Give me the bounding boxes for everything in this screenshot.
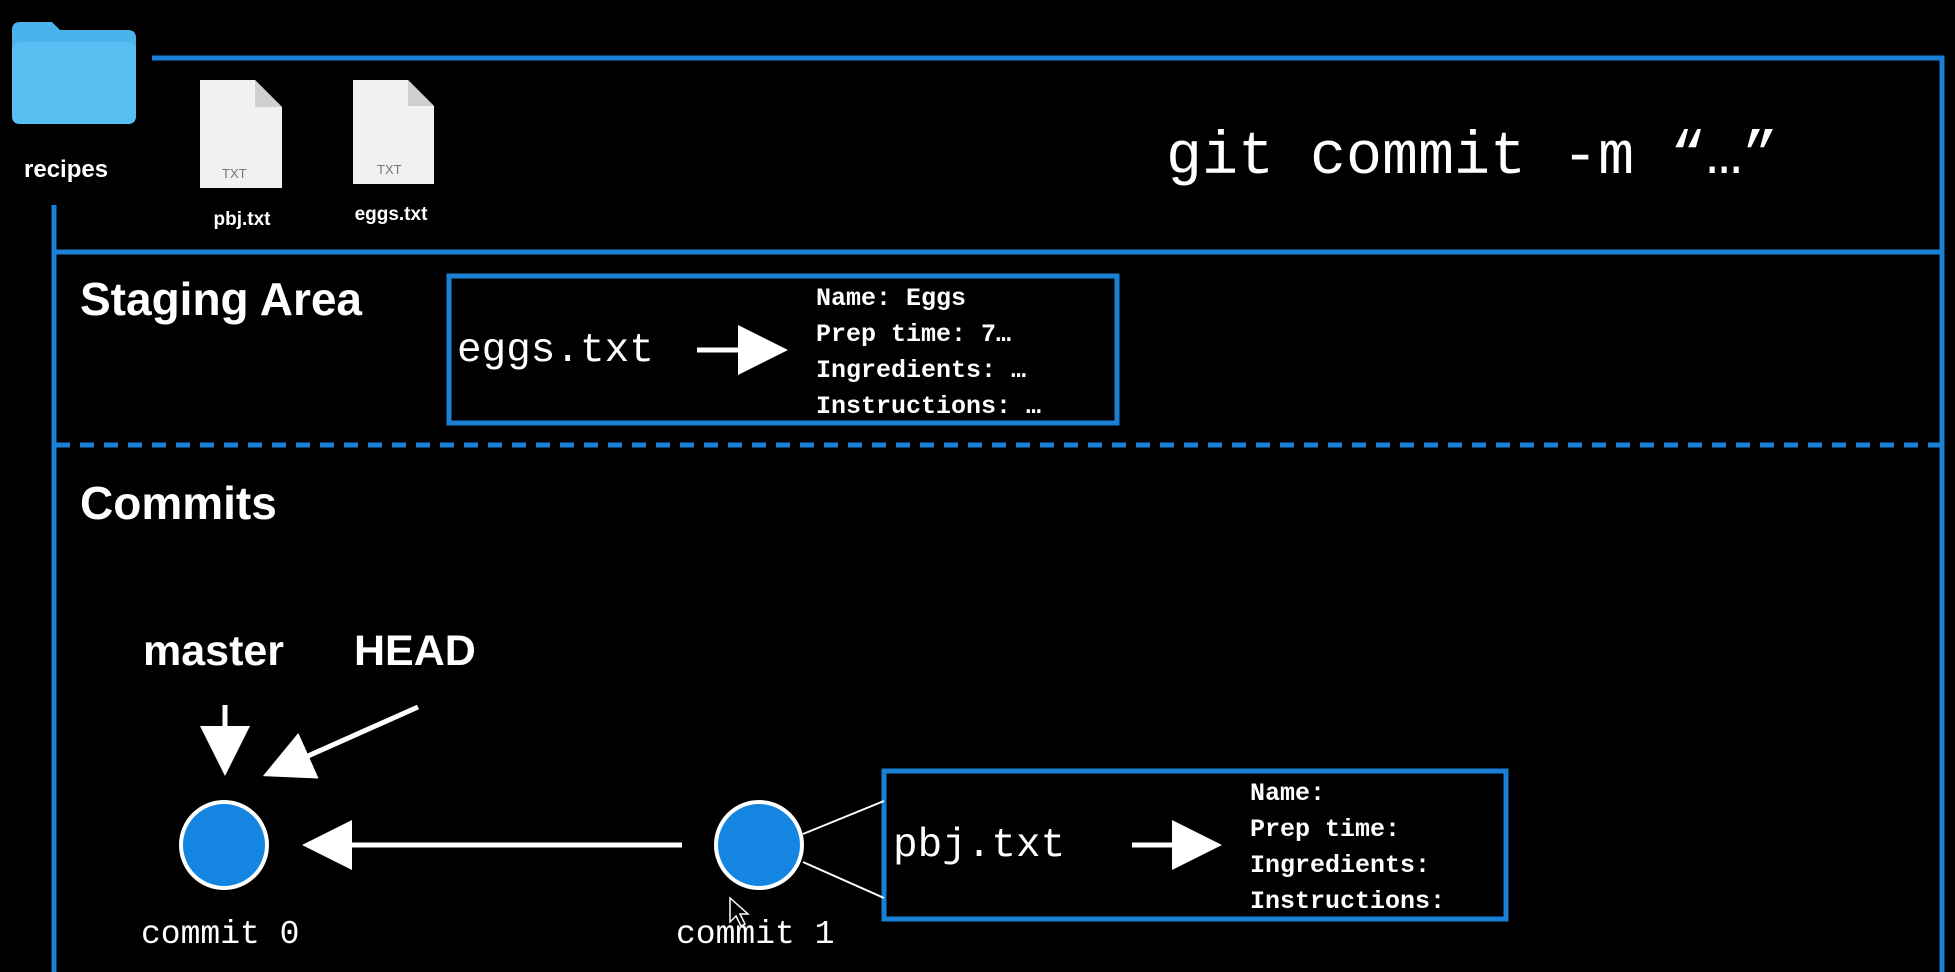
master-branch-label: master bbox=[143, 627, 285, 675]
commits-title: Commits bbox=[80, 477, 277, 529]
commit-0-node bbox=[179, 800, 269, 890]
snapshot-connector-top bbox=[802, 800, 885, 835]
snapshot-field-prep-time: Prep time: bbox=[1250, 815, 1401, 844]
head-pointer-arrow bbox=[262, 704, 420, 779]
commit-1-label: commit 1 bbox=[676, 916, 835, 953]
snapshot-field-name: Name: bbox=[1250, 779, 1326, 808]
pbj-file-label: pbj.txt bbox=[213, 209, 271, 230]
staging-field-name: Name: Eggs bbox=[816, 284, 967, 313]
snapshot-field-ingredients: Ingredients: bbox=[1250, 851, 1431, 880]
eggs-file-label: eggs.txt bbox=[354, 204, 428, 225]
snapshot-filename: pbj.txt bbox=[893, 823, 1066, 869]
commit-1-node bbox=[714, 800, 804, 890]
git-command: git commit -m “…” bbox=[1166, 124, 1779, 192]
eggs-file-badge: TXT bbox=[377, 162, 402, 177]
eggs-file-icon bbox=[353, 80, 434, 184]
snapshot-box bbox=[881, 768, 1509, 922]
pbj-file-icon bbox=[200, 80, 282, 188]
snapshot-connector-bottom bbox=[802, 861, 885, 899]
staging-file-box bbox=[446, 273, 1120, 426]
pbj-file-badge: TXT bbox=[222, 166, 247, 181]
staging-field-instructions: Instructions: … bbox=[816, 392, 1042, 421]
staging-field-prep-time: Prep time: 7… bbox=[816, 320, 1012, 349]
staging-area-title: Staging Area bbox=[80, 273, 363, 325]
snapshot-field-instructions: Instructions: bbox=[1250, 887, 1446, 916]
commit-0-label: commit 0 bbox=[141, 916, 300, 953]
cursor-icon bbox=[729, 896, 750, 928]
staging-filename: eggs.txt bbox=[457, 328, 654, 374]
folder-icon bbox=[12, 22, 136, 124]
folder-label: recipes bbox=[24, 156, 109, 183]
staging-field-ingredients: Ingredients: … bbox=[816, 356, 1027, 385]
head-label: HEAD bbox=[354, 627, 476, 675]
